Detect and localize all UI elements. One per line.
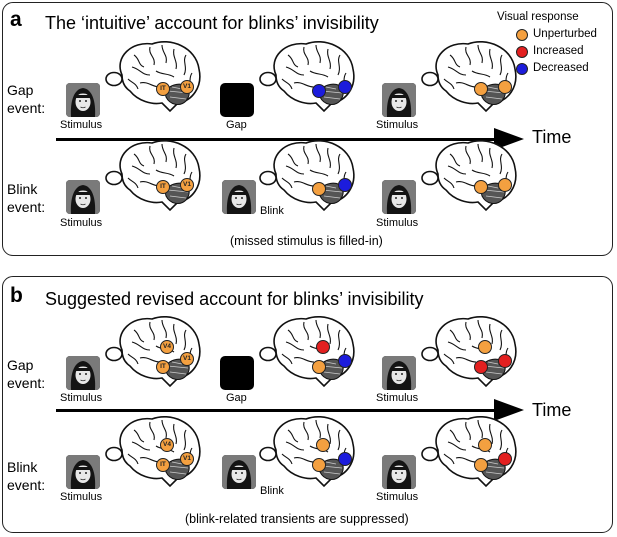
response-dot-unperturbed <box>312 458 326 472</box>
brain-icon <box>420 134 520 214</box>
panel-a-blink-row-label: Blink event: <box>7 181 46 215</box>
response-dot-unperturbed <box>478 340 492 354</box>
response-dot-it-unperturbed: IT <box>156 360 170 374</box>
panel-b-footnote: (blink-related transients are suppressed… <box>185 512 409 526</box>
response-dot-decreased <box>338 80 352 94</box>
stimulus-label: Stimulus <box>60 392 103 404</box>
blink-label: Blink <box>260 485 284 497</box>
response-dot-v1-unperturbed: V1 <box>180 178 194 192</box>
response-dot-decreased <box>338 354 352 368</box>
response-dot-increased <box>316 340 330 354</box>
face-stimulus-icon <box>222 180 256 214</box>
stimulus-label: Stimulus <box>376 217 419 229</box>
face-stimulus-icon <box>382 356 416 390</box>
response-dot-decreased <box>338 178 352 192</box>
response-dot-v4-unperturbed: V4 <box>160 438 174 452</box>
brain-icon <box>104 35 204 115</box>
response-dot-it-unperturbed: IT <box>156 82 170 96</box>
legend-unperturbed-dot <box>516 29 528 41</box>
panel-a-letter: a <box>10 8 22 31</box>
response-dot-it-unperturbed: IT <box>156 458 170 472</box>
gap-blank-square <box>220 83 254 117</box>
gap-blank-square <box>220 356 254 390</box>
brain-icon <box>258 134 358 214</box>
response-dot-unperturbed <box>498 178 512 192</box>
response-dot-unperturbed <box>316 438 330 452</box>
stimulus-label: Stimulus <box>376 491 419 503</box>
time-arrow <box>56 128 524 150</box>
response-dot-v1-unperturbed: V1 <box>180 452 194 466</box>
face-stimulus-icon <box>66 180 100 214</box>
time-label: Time <box>532 127 572 147</box>
response-dot-unperturbed <box>474 180 488 194</box>
brain-icon <box>258 35 358 115</box>
brain-icon <box>420 310 520 390</box>
face-stimulus-icon <box>66 83 100 117</box>
response-dot-unperturbed <box>312 182 326 196</box>
response-dot-unperturbed <box>474 458 488 472</box>
brain-icon <box>104 410 204 490</box>
face-stimulus-icon <box>382 455 416 489</box>
face-stimulus-icon <box>222 455 256 489</box>
gap-label: Gap <box>226 119 247 131</box>
blink-label: Blink <box>260 205 284 217</box>
time-label: Time <box>532 400 572 420</box>
brain-icon <box>420 35 520 115</box>
legend-decreased-dot <box>516 63 528 75</box>
brain-icon <box>104 134 204 214</box>
brain-icon <box>420 410 520 490</box>
brain-icon <box>258 310 358 390</box>
face-stimulus-icon <box>66 356 100 390</box>
response-dot-unperturbed <box>312 360 326 374</box>
panel-a-gap-row-label: Gap event: <box>7 82 46 116</box>
stimulus-label: Stimulus <box>60 217 103 229</box>
panel-a-footnote: (missed stimulus is filled-in) <box>230 234 383 248</box>
legend-unperturbed-label: Unperturbed <box>533 28 597 40</box>
response-dot-v1-unperturbed: V1 <box>180 352 194 366</box>
legend-increased-dot <box>516 46 528 58</box>
response-dot-unperturbed <box>474 82 488 96</box>
time-arrow <box>56 399 524 421</box>
response-dot-increased <box>474 360 488 374</box>
response-dot-unperturbed <box>478 438 492 452</box>
legend-increased-label: Increased <box>533 45 584 57</box>
response-dot-v1-unperturbed: V1 <box>180 80 194 94</box>
response-dot-it-unperturbed: IT <box>156 180 170 194</box>
legend-title: Visual response <box>497 11 579 23</box>
response-dot-increased <box>498 452 512 466</box>
stimulus-label: Stimulus <box>376 392 419 404</box>
stimulus-label: Stimulus <box>60 119 103 131</box>
panel-b-gap-row-label: Gap event: <box>7 357 46 391</box>
response-dot-increased <box>498 354 512 368</box>
panel-a-title: The ‘intuitive’ account for blinks’ invi… <box>45 13 379 33</box>
brain-icon <box>104 310 204 390</box>
stimulus-label: Stimulus <box>60 491 103 503</box>
panel-b-blink-row-label: Blink event: <box>7 459 46 493</box>
response-dot-unperturbed <box>498 80 512 94</box>
gap-label: Gap <box>226 392 247 404</box>
face-stimulus-icon <box>382 180 416 214</box>
panel-b-title: Suggested revised account for blinks’ in… <box>45 289 424 309</box>
response-dot-decreased <box>338 452 352 466</box>
brain-icon <box>258 410 358 490</box>
panel-b-letter: b <box>10 284 23 307</box>
face-stimulus-icon <box>382 83 416 117</box>
face-stimulus-icon <box>66 455 100 489</box>
stimulus-label: Stimulus <box>376 119 419 131</box>
response-dot-v4-unperturbed: V4 <box>160 340 174 354</box>
response-dot-decreased <box>312 84 326 98</box>
legend-decreased-label: Decreased <box>533 62 589 74</box>
